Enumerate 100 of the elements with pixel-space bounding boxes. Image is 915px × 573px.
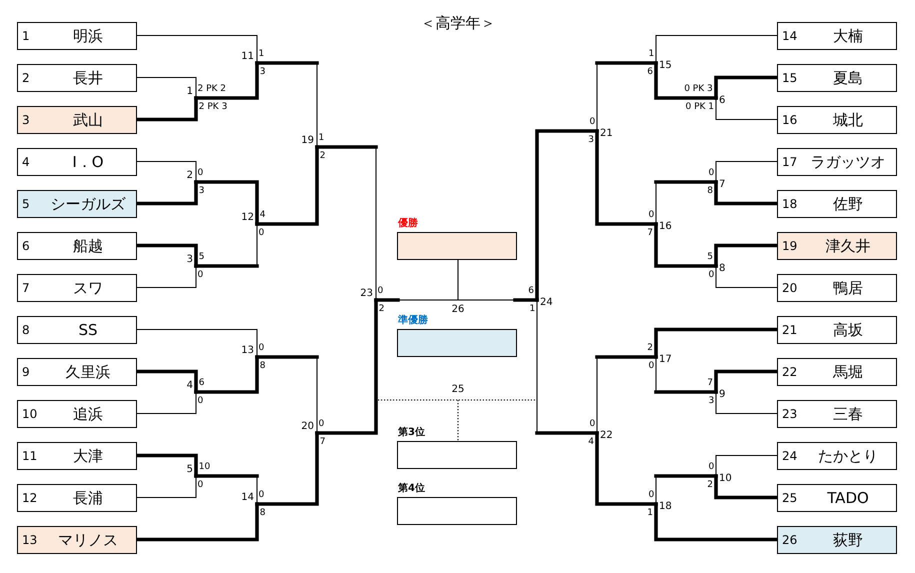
score-label: 3 <box>588 135 594 146</box>
rank-heading: 第3位 <box>398 427 425 439</box>
team-name: 荻野 <box>832 530 864 548</box>
seed-number: 18 <box>782 196 798 210</box>
score-label: 4 <box>588 437 594 448</box>
score-label: 1 <box>530 304 536 315</box>
bracket-line <box>716 455 778 476</box>
team-box <box>17 316 137 344</box>
team-name: 船越 <box>72 236 104 254</box>
score-label: 3 <box>260 67 266 78</box>
seed-number: 15 <box>782 70 798 84</box>
score-label: 4 <box>260 210 266 221</box>
team-name: SS <box>77 320 99 338</box>
seed-number: 25 <box>782 490 798 504</box>
score-label: 0 <box>198 270 204 281</box>
score-label: 0 <box>648 210 654 221</box>
bracket-line <box>716 98 778 120</box>
score-label: 0 PK 1 <box>686 102 714 113</box>
seed-number: 5 <box>22 196 30 210</box>
team-name: 大津 <box>72 446 104 464</box>
team-box <box>17 442 137 470</box>
match-number: 13 <box>241 345 254 356</box>
seed-number: 12 <box>22 490 38 504</box>
team-name: たかとり <box>817 446 879 464</box>
match-number: 26 <box>438 304 478 315</box>
match-number: 3 <box>186 254 193 265</box>
team-name: 長井 <box>72 68 104 86</box>
team-name: 夏島 <box>832 68 864 86</box>
score-label: 5 <box>198 252 205 263</box>
match-number: 17 <box>659 354 672 365</box>
team-box <box>17 232 137 260</box>
match-number: 6 <box>719 95 726 106</box>
team-box <box>777 148 897 176</box>
team-box <box>777 274 897 302</box>
team-name: 馬堀 <box>832 362 864 380</box>
team-box <box>777 190 897 218</box>
score-label: 0 <box>258 343 264 354</box>
team-name: スワ <box>72 278 104 296</box>
score-label: 8 <box>260 508 266 519</box>
team-name: 城北 <box>832 110 864 128</box>
seed-number: 26 <box>782 532 798 546</box>
seed-number: 6 <box>22 238 30 252</box>
team-box <box>17 22 137 50</box>
team-box <box>777 442 897 470</box>
team-name: 佐野 <box>832 194 864 212</box>
team-name: 鴨居 <box>832 278 864 296</box>
score-label: 1 <box>648 49 654 60</box>
seed-number: 1 <box>22 28 30 42</box>
bracket-line <box>136 35 258 64</box>
match-number: 20 <box>301 421 314 432</box>
team-box <box>17 358 137 386</box>
team-box <box>777 232 897 260</box>
rank-heading: 優勝 <box>398 218 418 230</box>
score-label: 0 <box>378 286 384 297</box>
team-name: 長浦 <box>72 488 104 506</box>
bracket-line <box>136 266 196 288</box>
team-box <box>777 316 897 344</box>
match-number: 4 <box>186 380 193 391</box>
score-label: 1 <box>647 508 653 519</box>
score-label: 7 <box>647 228 653 239</box>
seed-number: 16 <box>782 112 798 126</box>
match-number: 5 <box>186 464 193 475</box>
score-label: 2 PK 3 <box>198 102 228 113</box>
team-box <box>777 400 897 428</box>
match-number: 16 <box>659 221 672 232</box>
match-number: 22 <box>600 430 613 441</box>
seed-number: 7 <box>22 280 30 294</box>
match-number: 10 <box>719 473 732 484</box>
title-text: ＜高学年＞ <box>420 14 496 32</box>
team-box <box>17 64 137 92</box>
team-name: シーガルズ <box>50 194 126 212</box>
score-label: 1 <box>258 49 264 60</box>
bracket-line <box>136 476 196 498</box>
seed-number: 17 <box>782 154 798 168</box>
team-name: ラガッツオ <box>810 152 886 170</box>
bracket-line <box>136 329 258 358</box>
score-label: 6 <box>647 67 653 78</box>
bracket-line <box>136 77 196 98</box>
team-name: 高坂 <box>832 320 864 338</box>
seed-number: 8 <box>22 322 30 336</box>
team-box <box>17 484 137 512</box>
score-label: 0 <box>708 462 714 473</box>
team-box <box>777 106 897 134</box>
team-name: 大楠 <box>832 26 864 44</box>
match-number: 2 <box>186 170 193 181</box>
score-label: 0 <box>318 419 324 430</box>
match-number: 25 <box>438 384 478 395</box>
match-number: 15 <box>659 60 672 71</box>
score-label: 7 <box>320 437 326 448</box>
score-label: 6 <box>528 286 534 297</box>
score-label: 6 <box>198 378 205 389</box>
score-label: 2 PK 2 <box>198 84 226 95</box>
match-number: 8 <box>719 263 726 274</box>
seed-number: 19 <box>782 238 798 252</box>
rank-heading: 準優勝 <box>398 315 428 327</box>
seed-number: 2 <box>22 70 30 84</box>
score-label: 2 <box>707 480 713 491</box>
team-box <box>777 22 897 50</box>
bracket-line <box>716 161 778 182</box>
team-name: マリノス <box>57 530 119 548</box>
